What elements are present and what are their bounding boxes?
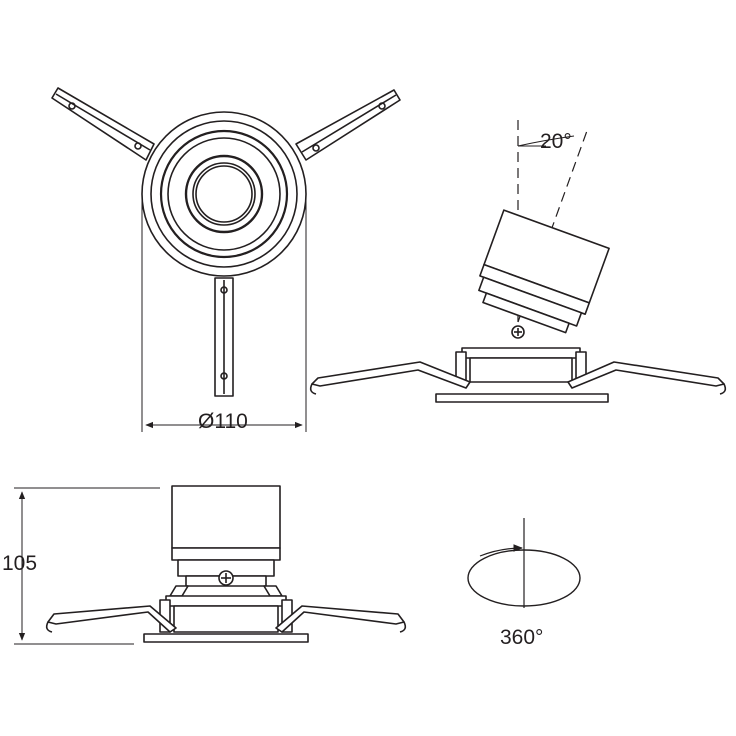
downlight-rings [141,111,307,277]
side-view-tilted [309,120,727,403]
diameter-label: Ø110 [198,410,248,433]
height-dimension [14,487,160,645]
spring-arm-right [295,89,401,161]
height-label: 105 [2,552,37,575]
spring-arm-left [51,87,155,161]
rotation-angle-label: 360° [500,626,543,649]
tilt-angle-label: 20° [540,130,572,153]
front-view [14,485,407,645]
rotation-symbol [467,518,581,608]
top-view [51,87,401,432]
lamp-body-tilted [478,209,610,334]
diameter-dimension [141,200,307,432]
spring-arm-bottom [214,277,234,397]
